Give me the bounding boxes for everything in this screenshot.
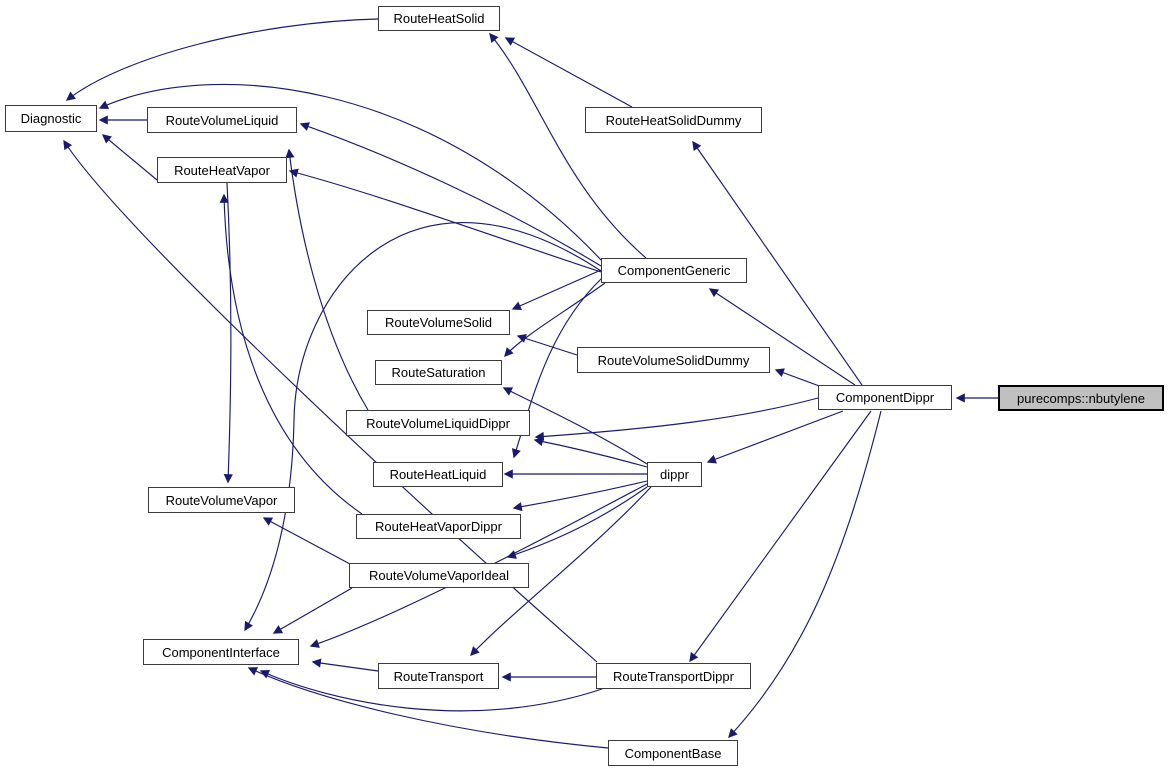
edge-ComponentGeneric-to-RouteVolumeSolid xyxy=(511,269,602,311)
node-RouteVolumeVaporIdeal[interactable]: RouteVolumeVaporIdeal xyxy=(349,563,529,588)
edge-dippr-to-RouteVolumeVaporIdeal xyxy=(506,486,648,559)
node-RouteHeatSolidDummy[interactable]: RouteHeatSolidDummy xyxy=(585,107,762,133)
node-RouteSaturation[interactable]: RouteSaturation xyxy=(375,360,502,385)
edge-ComponentDippr-to-RouteTransportDippr xyxy=(689,410,872,663)
node-dippr[interactable]: dippr xyxy=(647,462,702,487)
edge-RouteHeatVaporDippr-to-RouteHeatVapor xyxy=(219,193,363,515)
node-Diagnostic[interactable]: Diagnostic xyxy=(5,105,97,132)
edge-ComponentDippr-to-ComponentGeneric xyxy=(708,288,856,386)
node-RouteHeatSolid[interactable]: RouteHeatSolid xyxy=(378,6,500,31)
node-RouteTransportDippr[interactable]: RouteTransportDippr xyxy=(596,663,751,689)
edge-dippr-to-RouteHeatVaporDippr xyxy=(512,480,648,512)
edge-ComponentDippr-to-RouteHeatSolidDummy xyxy=(692,140,863,386)
edge-ComponentGeneric-to-RouteVolumeLiquid xyxy=(299,122,602,267)
edge-ComponentBase-to-ComponentInterface xyxy=(247,667,609,749)
edge-dippr-to-RouteVolumeLiquidDippr xyxy=(533,437,648,468)
node-RouteVolumeLiquidDippr[interactable]: RouteVolumeLiquidDippr xyxy=(346,410,530,436)
edge-ComponentGeneric-to-Diagnostic xyxy=(98,83,603,262)
edge-ComponentGeneric-to-ComponentInterface xyxy=(244,222,602,632)
node-RouteVolumeSolidDummy[interactable]: RouteVolumeSolidDummy xyxy=(577,347,770,373)
node-RouteHeatVaporDippr[interactable]: RouteHeatVaporDippr xyxy=(356,514,521,539)
edge-RouteHeatVapor-to-RouteVolumeVapor xyxy=(223,182,233,484)
edge-RouteVolumeVaporIdeal-to-ComponentInterface xyxy=(272,587,353,634)
edge-dippr-to-RouteTransport xyxy=(470,486,652,656)
edge-RouteTransport-to-ComponentInterface xyxy=(311,658,379,672)
edge-RouteVolumeLiquidDippr-to-RouteVolumeLiquid xyxy=(285,148,369,411)
edge-ComponentDippr-to-RouteVolumeSolidDummy xyxy=(774,368,823,388)
node-ComponentInterface[interactable]: ComponentInterface xyxy=(143,639,299,665)
edge-RouteVolumeVaporIdeal-to-RouteVolumeVapor xyxy=(262,517,351,565)
edge-ComponentGeneric-to-RouteHeatVapor xyxy=(288,168,602,273)
edge-ComponentDippr-to-dippr xyxy=(706,410,844,464)
edge-RouteHeatVapor-to-Diagnostic xyxy=(101,134,158,181)
edge-ComponentGeneric-to-RouteSaturation xyxy=(504,282,606,358)
node-ComponentDippr[interactable]: ComponentDippr xyxy=(818,385,952,410)
node-RouteVolumeSolid[interactable]: RouteVolumeSolid xyxy=(367,310,510,335)
edge-ComponentDippr-to-RouteVolumeLiquidDippr xyxy=(534,397,819,442)
node-RouteHeatLiquid[interactable]: RouteHeatLiquid xyxy=(373,462,503,487)
node-RouteVolumeVapor[interactable]: RouteVolumeVapor xyxy=(148,487,295,513)
node-RouteVolumeLiquid[interactable]: RouteVolumeLiquid xyxy=(147,107,297,133)
node-ComponentGeneric[interactable]: ComponentGeneric xyxy=(601,258,747,283)
node-RouteTransport[interactable]: RouteTransport xyxy=(378,663,499,689)
node-nbutylene: purecomps::nbutylene xyxy=(998,385,1164,411)
edge-RouteHeatSolidDummy-to-RouteHeatSolid xyxy=(504,37,633,108)
edge-RouteHeatSolid-to-Diagnostic xyxy=(65,18,379,101)
edge-dippr-to-RouteSaturation xyxy=(502,387,648,465)
edge-RouteTransportDippr-to-ComponentInterface xyxy=(259,670,603,712)
edge-ComponentGeneric-to-RouteHeatSolid xyxy=(489,32,647,259)
edge-RouteVolumeSolidDummy-to-RouteVolumeSolid xyxy=(516,334,578,356)
node-RouteHeatVapor[interactable]: RouteHeatVapor xyxy=(157,157,287,183)
edge-ComponentDippr-to-ComponentBase xyxy=(728,410,882,739)
node-ComponentBase[interactable]: ComponentBase xyxy=(608,740,738,766)
